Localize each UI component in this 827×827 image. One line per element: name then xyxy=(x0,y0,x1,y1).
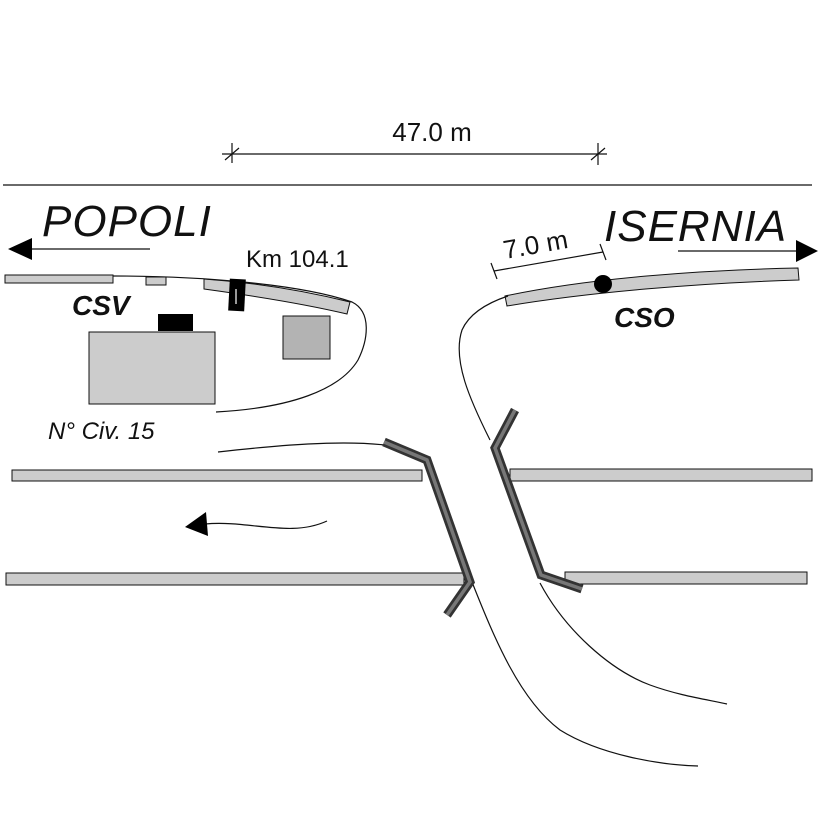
building-dark-block xyxy=(158,314,193,331)
lane-bar-lower-left xyxy=(5,572,465,586)
dimension-total: 47.0 m xyxy=(222,117,607,165)
station-csv-label: CSV xyxy=(72,290,132,321)
river-bank-left xyxy=(471,581,699,767)
dimension-short-label: 7.0 m xyxy=(501,224,570,265)
kilometer-label: Km 104.1 xyxy=(246,246,349,273)
lane-bar-upper-right xyxy=(509,468,813,482)
lane-bar-lower-right xyxy=(564,571,808,585)
station-cso-label: CSO xyxy=(614,302,675,333)
km-marker-post xyxy=(228,278,246,312)
flow-arrow xyxy=(185,512,328,536)
building-small xyxy=(282,315,331,360)
building-house xyxy=(88,331,216,405)
right-curb: CSO xyxy=(458,267,800,441)
arrow-right-icon xyxy=(796,240,818,262)
direction-isernia: ISERNIA xyxy=(604,202,818,262)
flow-arrow-head-icon xyxy=(185,512,208,536)
direction-isernia-label: ISERNIA xyxy=(604,202,787,251)
lane-bar-upper-left xyxy=(11,469,423,482)
arrow-left-icon xyxy=(8,238,32,260)
dimension-short: 7.0 m xyxy=(490,224,607,280)
bridge-right xyxy=(490,407,584,594)
dimension-total-label: 47.0 m xyxy=(392,117,472,147)
cso-point-icon xyxy=(594,275,612,293)
river-bank-right xyxy=(539,582,728,705)
house-number-label: N° Civ. 15 xyxy=(48,418,155,445)
road-curve-left xyxy=(217,442,386,453)
direction-popoli: POPOLI xyxy=(8,197,212,260)
direction-popoli-label: POPOLI xyxy=(42,197,212,246)
bridge-left xyxy=(382,437,476,618)
